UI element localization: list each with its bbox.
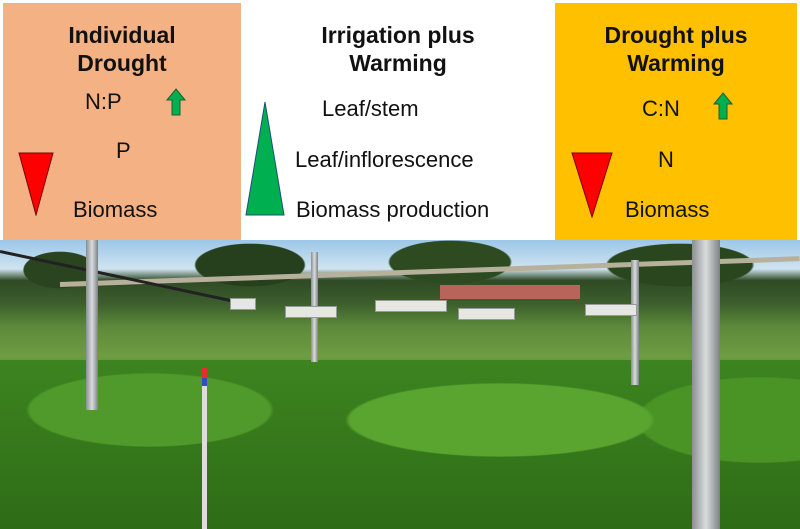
- title-line: Drought plus: [604, 22, 748, 48]
- panel-title: Irrigation plus Warming: [241, 21, 555, 77]
- biomass-label: Biomass: [73, 197, 158, 222]
- drought-warming-panel: Drought plus Warming C:N N Biomass: [555, 3, 797, 240]
- marker-stake: [202, 368, 207, 529]
- decrease-triangle-icon: [18, 152, 54, 216]
- individual-drought-panel: Individual Drought N:P P Biomass: [3, 3, 241, 240]
- field-experiment-photo: [0, 240, 800, 529]
- increase-arrow-icon: [713, 92, 733, 120]
- phosphorus-label: P: [116, 138, 131, 163]
- title-line: Warming: [349, 50, 447, 76]
- title-line: Individual: [68, 22, 176, 48]
- infrared-heater: [230, 298, 256, 310]
- frame-pole: [692, 240, 720, 529]
- infrared-heater: [458, 308, 515, 320]
- infrared-heater: [585, 304, 637, 316]
- np-ratio-label: N:P: [85, 89, 122, 114]
- increase-triangle-icon: [245, 101, 285, 216]
- nitrogen-label: N: [658, 147, 674, 172]
- panel-title: Individual Drought: [3, 21, 241, 77]
- cn-ratio-label: C:N: [642, 96, 680, 121]
- frame-pole: [86, 240, 98, 410]
- plant-canopy: [0, 360, 800, 529]
- leaf-stem-label: Leaf/stem: [322, 96, 419, 121]
- panel-title: Drought plus Warming: [555, 21, 797, 77]
- biomass-production-label: Biomass production: [296, 197, 490, 222]
- title-line: Warming: [627, 50, 725, 76]
- infrared-heater: [375, 300, 447, 312]
- building-roof: [440, 285, 580, 299]
- infrared-heater: [285, 306, 337, 318]
- leaf-inflorescence-label: Leaf/inflorescence: [295, 147, 474, 172]
- irrigation-warming-panel: Irrigation plus Warming Leaf/stem Leaf/i…: [241, 3, 555, 240]
- increase-arrow-icon: [166, 88, 186, 116]
- frame-pole: [631, 260, 639, 385]
- title-line: Drought: [77, 50, 167, 76]
- decrease-triangle-icon: [571, 152, 613, 218]
- biomass-label: Biomass: [625, 197, 710, 222]
- title-line: Irrigation plus: [321, 22, 475, 48]
